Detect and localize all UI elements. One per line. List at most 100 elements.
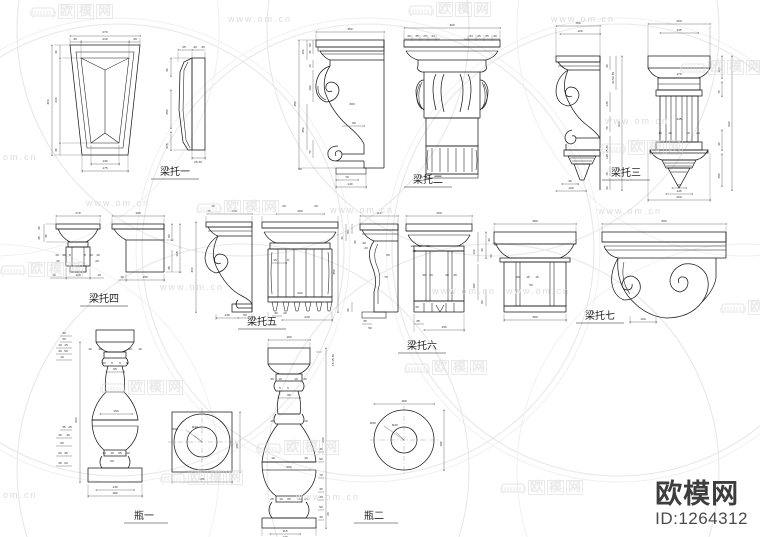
corbel-6-front-view: 250 10 15 10 30 40 20 40 40 30 35 150 (404, 211, 474, 332)
svg-text:10: 10 (278, 377, 282, 381)
svg-text:30: 30 (319, 447, 323, 451)
title-corbel-2: 梁托二 (404, 173, 452, 188)
svg-text:10: 10 (410, 244, 414, 248)
svg-text:15: 15 (418, 244, 422, 248)
title-corbel-5: 梁托五 (238, 315, 286, 330)
svg-text:40: 40 (66, 433, 70, 437)
svg-text:15: 15 (658, 131, 662, 135)
svg-text:350: 350 (301, 127, 305, 132)
svg-text:50: 50 (346, 230, 350, 234)
svg-text:30: 30 (58, 433, 62, 437)
svg-text:8: 8 (287, 258, 289, 262)
svg-text:25: 25 (270, 497, 274, 501)
svg-text:30: 30 (319, 515, 323, 519)
svg-text:100: 100 (717, 67, 721, 72)
svg-text:30: 30 (128, 347, 132, 351)
svg-text:145: 145 (676, 117, 681, 121)
svg-text:40: 40 (340, 236, 344, 240)
svg-text:20: 20 (95, 259, 99, 263)
svg-text:10: 10 (668, 131, 672, 135)
svg-text:5: 5 (111, 361, 113, 365)
svg-text:65: 65 (118, 451, 122, 455)
svg-text:180: 180 (112, 491, 117, 495)
corbel-6-side-view: 110 50 40 60 30 20 50 70 350 30 35 50 (332, 211, 400, 330)
svg-text:30: 30 (44, 234, 48, 238)
svg-text:300: 300 (449, 23, 454, 27)
title-text-corbel-7: 梁托七 (585, 309, 615, 322)
svg-text:100: 100 (231, 209, 236, 213)
svg-text:70: 70 (345, 175, 349, 179)
svg-text:50: 50 (386, 253, 390, 257)
title-corbel-7: 梁托七 (576, 309, 624, 324)
svg-text:40: 40 (193, 45, 197, 49)
svg-text:15: 15 (64, 343, 68, 347)
svg-text:70: 70 (319, 473, 323, 477)
svg-text:35: 35 (485, 34, 489, 38)
svg-text:25 30: 25 30 (194, 160, 202, 164)
svg-text:80: 80 (352, 121, 356, 125)
svg-text:40: 40 (453, 273, 457, 277)
svg-text:380: 380 (532, 219, 537, 223)
svg-text:350: 350 (347, 27, 352, 31)
svg-text:160: 160 (286, 335, 291, 339)
svg-text:30: 30 (165, 68, 169, 72)
svg-text:10: 10 (126, 451, 130, 455)
corbel-5-side-view: 15 100 15 300 130 50 (190, 204, 254, 320)
svg-text:20: 20 (56, 259, 60, 263)
title-text-corbel-5: 梁托五 (247, 315, 277, 328)
svg-text:10: 10 (102, 451, 106, 455)
corbel-7-front-view: 380 40 30 25 20 100 180 50 60 15 15 50 3… (472, 219, 578, 322)
svg-text:70: 70 (384, 275, 388, 279)
svg-text:150: 150 (575, 21, 580, 25)
title-text-corbel-2: 梁托二 (413, 173, 443, 186)
corbel-1-side-view: 25 40 30 30 250 275 25 30 (165, 45, 207, 164)
svg-text:30: 30 (407, 34, 411, 38)
svg-text:30: 30 (274, 311, 278, 315)
svg-text:70: 70 (308, 150, 312, 154)
svg-text:20: 20 (58, 451, 62, 455)
svg-text:25: 25 (493, 242, 497, 246)
title-text-corbel-6: 梁托六 (407, 339, 437, 352)
svg-text:70: 70 (717, 90, 721, 94)
svg-text:20: 20 (364, 246, 368, 250)
svg-text:25: 25 (423, 34, 427, 38)
corbel-4-front-view: 270 30 35 30 10 30 8 8 30 10 20 20 10 10… (37, 211, 104, 280)
svg-text:30: 30 (58, 349, 62, 353)
svg-text:180: 180 (401, 399, 406, 403)
svg-text:60: 60 (110, 459, 114, 463)
svg-text:350: 350 (332, 269, 336, 274)
svg-text:10: 10 (125, 361, 129, 365)
corbel-3-front-view: 200 135 170 145 15 10 10 20 100 70 620 4… (646, 19, 733, 202)
svg-text:250: 250 (165, 109, 169, 114)
svg-text:45: 45 (568, 179, 572, 183)
svg-text:40: 40 (605, 186, 609, 190)
svg-text:200: 200 (297, 291, 302, 295)
svg-text:40 50 45: 40 50 45 (611, 72, 615, 84)
title-text-vase-2: 瓶二 (364, 509, 384, 522)
svg-text:10: 10 (270, 419, 274, 423)
svg-text:100: 100 (75, 273, 80, 277)
svg-text:15: 15 (535, 275, 539, 279)
svg-text:15: 15 (273, 258, 277, 262)
svg-text:275: 275 (165, 143, 169, 148)
svg-text:35: 35 (363, 319, 367, 323)
svg-text:15: 15 (207, 209, 211, 213)
svg-text:15: 15 (211, 204, 215, 208)
svg-text:10: 10 (88, 347, 92, 351)
svg-text:135: 135 (676, 28, 681, 32)
svg-text:40: 40 (717, 142, 721, 146)
svg-text:10: 10 (55, 253, 59, 257)
svg-text:10: 10 (110, 451, 114, 455)
corbel-4-side-view: 160 50 105 35 10 150 (110, 211, 182, 282)
svg-text:15: 15 (526, 275, 530, 279)
svg-text:150: 150 (142, 275, 147, 279)
svg-text:100: 100 (301, 49, 305, 54)
svg-text:100: 100 (640, 317, 645, 321)
svg-text:270: 270 (102, 30, 107, 34)
svg-text:600: 600 (74, 417, 78, 422)
svg-text:30: 30 (412, 249, 416, 253)
svg-text:300: 300 (190, 267, 194, 272)
svg-text:35: 35 (415, 34, 419, 38)
svg-text:46: 46 (58, 461, 62, 465)
